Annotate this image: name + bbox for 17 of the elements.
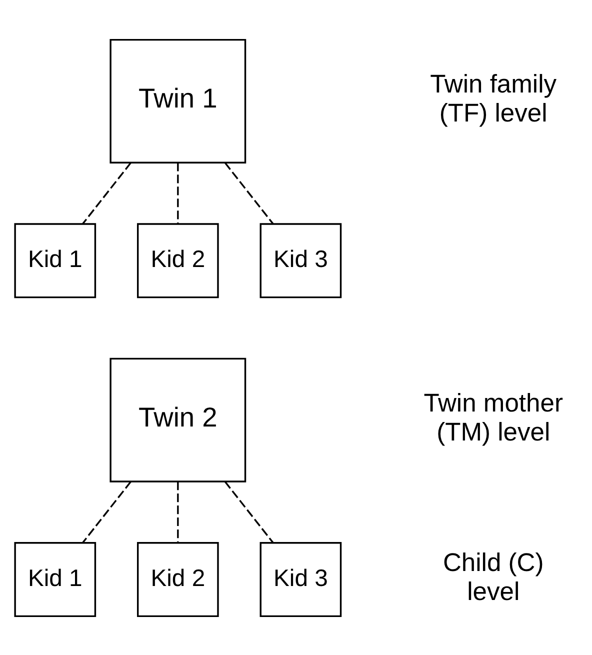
node-box: Kid 1: [14, 222, 96, 298]
label: Twin family (TF) level: [430, 70, 557, 128]
node-box: Kid 1: [14, 542, 96, 617]
connector: [82, 480, 132, 543]
node-box: Kid 2: [136, 542, 219, 617]
connector: [224, 480, 274, 543]
node-box: Kid 3: [260, 222, 342, 298]
connector: [177, 162, 179, 224]
connector: [82, 162, 132, 224]
label: Twin mother (TM) level: [424, 389, 563, 446]
node-box: Kid 3: [260, 542, 342, 617]
node-box: Twin 1: [110, 38, 246, 163]
label: Child (C) level: [442, 548, 544, 606]
node-box: Kid 2: [136, 222, 219, 298]
node-box: Twin 2: [110, 357, 246, 482]
connector: [177, 481, 179, 542]
connector: [224, 162, 274, 224]
